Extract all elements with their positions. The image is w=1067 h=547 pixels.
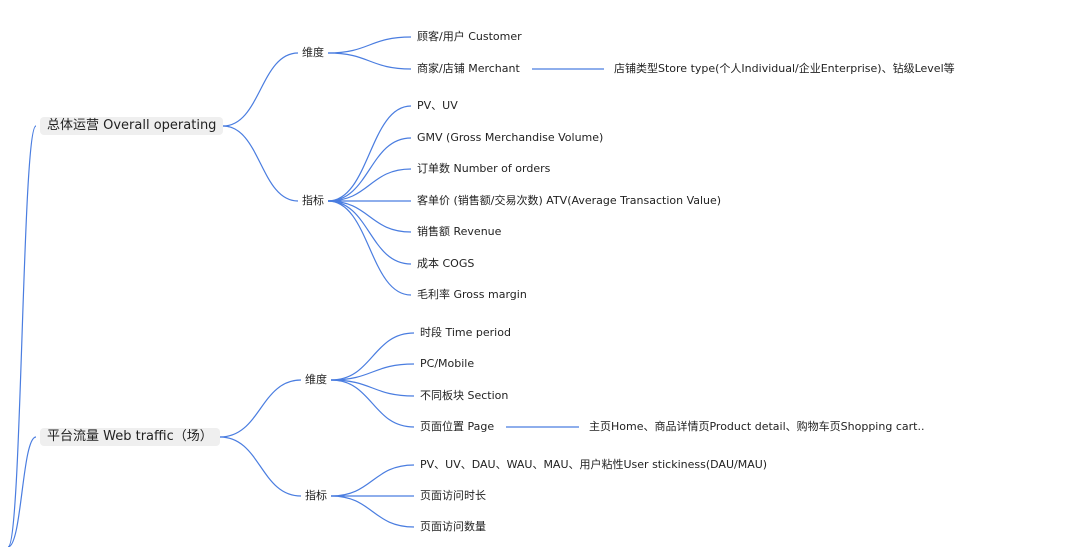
leaf-node-gross-margin[interactable]: 毛利率 Gross margin (417, 288, 527, 301)
leaf-connector (330, 379, 415, 397)
trunk-connector (7, 436, 37, 547)
leaf-connector (327, 200, 412, 265)
leaf-connector (330, 332, 415, 381)
leaf-connector (330, 464, 415, 497)
leaf-node-page[interactable]: 页面位置 Page (420, 420, 495, 433)
leaf-node-traffic-metrics[interactable]: PV、UV、DAU、WAU、MAU、用户粘性User stickiness(DA… (420, 458, 768, 471)
leaf-node-page-types[interactable]: 主页Home、商品详情页Product detail、购物车页Shopping … (589, 420, 925, 433)
leaf-connector (327, 168, 412, 202)
leaf-node-customer[interactable]: 顾客/用户 Customer (417, 30, 522, 43)
leaf-node-gmv[interactable]: GMV (Gross Merchandise Volume) (417, 131, 604, 144)
group-node-metric[interactable]: 指标 (302, 194, 324, 207)
leaf-connector (327, 36, 412, 54)
branch-connector (219, 379, 302, 438)
leaf-node-cogs[interactable]: 成本 COGS (417, 257, 475, 270)
leaf-node-visit-duration[interactable]: 页面访问时长 (420, 489, 486, 502)
leaf-node-revenue[interactable]: 销售额 Revenue (417, 225, 502, 238)
leaf-node-pv-uv[interactable]: PV、UV (417, 99, 458, 112)
leaf-node-orders[interactable]: 订单数 Number of orders (417, 162, 551, 175)
leaf-node-visit-count[interactable]: 页面访问数量 (420, 520, 486, 533)
branch-connector (219, 436, 302, 497)
leaf-connector (330, 495, 415, 528)
leaf-node-time-period[interactable]: 时段 Time period (420, 326, 511, 339)
leaf-node-atv[interactable]: 客单价 (销售额/交易次数) ATV(Average Transaction V… (417, 194, 722, 207)
leaf-node-merchant[interactable]: 商家/店铺 Merchant (417, 62, 520, 75)
group-node-metric[interactable]: 指标 (305, 489, 327, 502)
leaf-connector (327, 200, 412, 233)
leaf-connector (327, 52, 412, 70)
leaf-connector (327, 137, 412, 202)
branch-connector (222, 52, 299, 127)
group-node-dimension[interactable]: 维度 (305, 373, 327, 386)
branch-connector (222, 125, 299, 202)
group-node-dimension[interactable]: 维度 (302, 46, 324, 59)
trunk-connector (7, 125, 37, 547)
root-node-overall-operating[interactable]: 总体运营 Overall operating (40, 117, 224, 135)
leaf-connector (330, 363, 415, 381)
leaf-node-section[interactable]: 不同板块 Section (420, 389, 509, 402)
leaf-node-pc-mobile[interactable]: PC/Mobile (420, 357, 475, 370)
leaf-connector (327, 200, 412, 296)
leaf-connector (330, 379, 415, 428)
leaf-connector (327, 105, 412, 202)
root-node-web-traffic[interactable]: 平台流量 Web traffic（场） (40, 428, 220, 446)
leaf-node-store-type[interactable]: 店铺类型Store type(个人Individual/企业Enterprise… (614, 62, 955, 75)
